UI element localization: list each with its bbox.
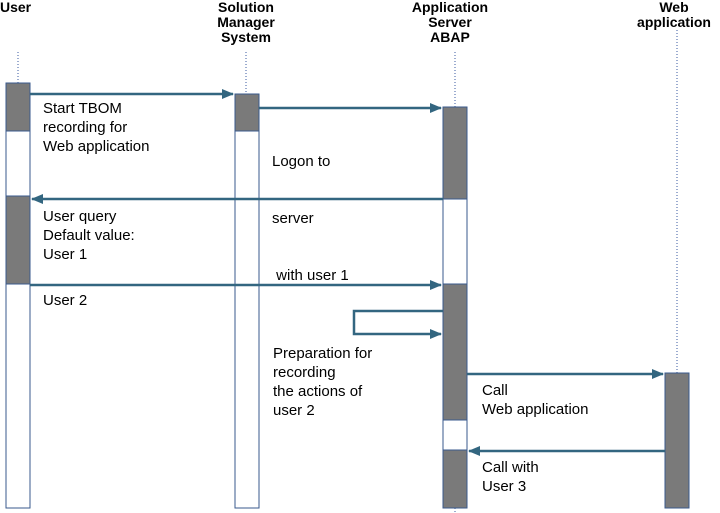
participant-appserver: Application Server ABAP bbox=[395, 0, 505, 45]
activation-solman-1 bbox=[234, 93, 260, 132]
label-preparation: Preparation for recording the actions of… bbox=[273, 344, 372, 420]
participant-user-line-1: User bbox=[0, 0, 32, 15]
label-preparation-line-4: user 2 bbox=[273, 402, 315, 419]
activation-appserver-2 bbox=[442, 283, 468, 421]
participant-appserver-line-1: Application bbox=[411, 0, 489, 15]
lifeline-user bbox=[5, 82, 31, 509]
label-start-recording-line-2: recording for bbox=[43, 119, 128, 136]
label-logon-line-3: with user 1 bbox=[272, 267, 349, 284]
activation-user-1 bbox=[5, 82, 31, 132]
label-user-query-line-3: User 1 bbox=[43, 246, 88, 263]
activation-user-2 bbox=[5, 195, 31, 285]
label-call-with-user3: Call with User 3 bbox=[482, 458, 539, 496]
label-start-recording-line-1: Start TBOM bbox=[43, 100, 122, 117]
label-call-web-app-line-1: Call bbox=[482, 382, 508, 399]
lifeline-solman bbox=[234, 93, 260, 509]
label-call-web-app: Call Web application bbox=[482, 381, 588, 419]
label-user-2-line-1: User 2 bbox=[43, 292, 88, 309]
participant-user: User bbox=[0, 0, 31, 15]
label-logon-line-1: Logon to bbox=[272, 153, 331, 170]
participant-webapp: Web application bbox=[628, 0, 720, 30]
activation-appserver-1 bbox=[442, 106, 468, 200]
activation-webapp-1 bbox=[664, 372, 690, 509]
label-logon: Logon to server with user 1 bbox=[272, 114, 349, 304]
label-call-with-user3-line-2: User 3 bbox=[482, 478, 527, 495]
label-start-recording-line-3: Web application bbox=[43, 138, 150, 155]
participant-solman-line-3: System bbox=[221, 29, 271, 45]
participant-appserver-line-2: Server bbox=[428, 14, 472, 30]
label-logon-line-2: server bbox=[272, 210, 314, 227]
label-call-web-app-line-2: Web application bbox=[482, 401, 589, 418]
participant-solman-line-2: Manager bbox=[217, 14, 275, 30]
participant-webapp-line-1: Web bbox=[659, 0, 689, 15]
label-user-2: User 2 bbox=[43, 291, 87, 310]
label-preparation-line-3: the actions of bbox=[273, 383, 363, 400]
participant-appserver-line-3: ABAP bbox=[430, 29, 470, 45]
label-user-query-line-2: Default value: bbox=[43, 227, 135, 244]
label-start-recording: Start TBOM recording for Web application bbox=[43, 99, 149, 156]
participant-solman-line-1: Solution bbox=[218, 0, 274, 15]
label-user-query: User query Default value: User 1 bbox=[43, 207, 135, 264]
label-user-query-line-1: User query bbox=[43, 208, 117, 225]
label-preparation-line-1: Preparation for bbox=[273, 345, 373, 362]
activation-appserver-3 bbox=[442, 449, 468, 509]
participant-solman: Solution Manager System bbox=[206, 0, 286, 45]
label-preparation-line-2: recording bbox=[273, 364, 336, 381]
arrow-preparation-self bbox=[352, 309, 443, 339]
participant-webapp-line-2: application bbox=[637, 14, 711, 30]
label-call-with-user3-line-1: Call with bbox=[482, 459, 539, 476]
